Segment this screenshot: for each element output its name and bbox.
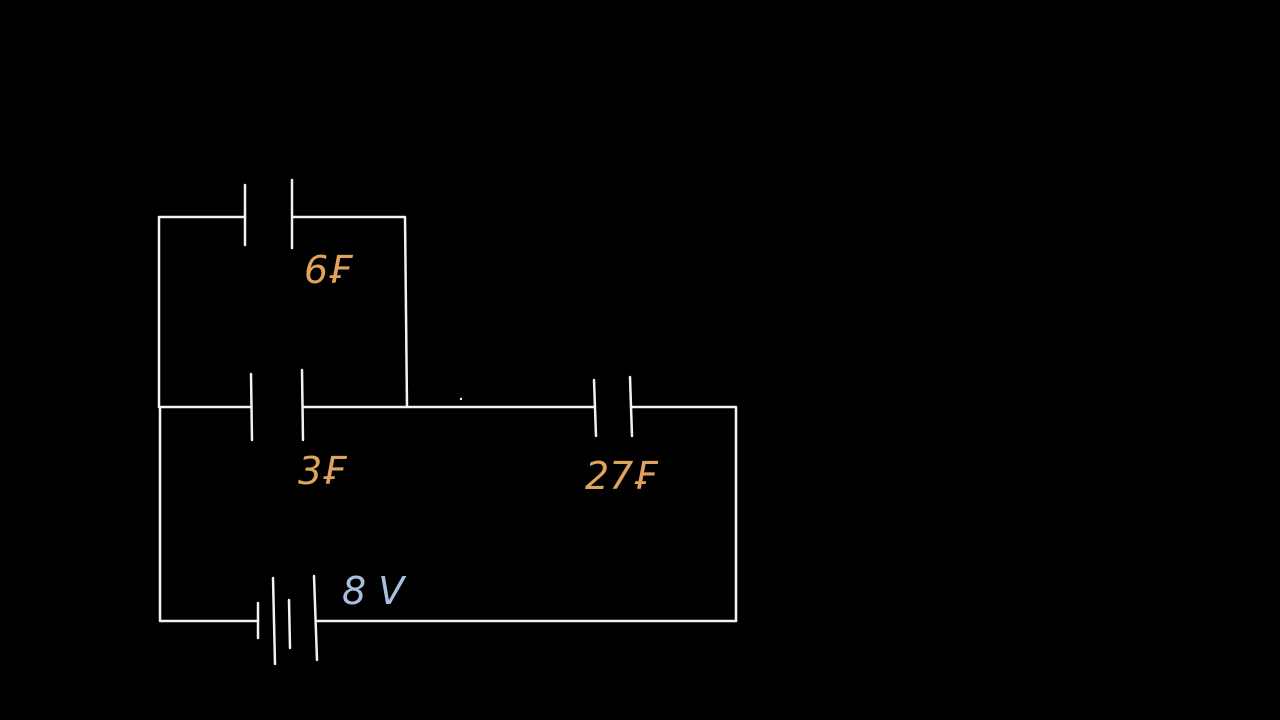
bottom-left-wire <box>158 405 260 623</box>
bottom-wires <box>158 405 738 623</box>
capacitor-right <box>592 375 634 438</box>
capacitor-middle <box>249 368 305 442</box>
battery <box>256 574 319 666</box>
stray-dot <box>459 397 463 401</box>
capacitor-right-plate-right <box>628 375 634 438</box>
top-right-wire <box>291 215 409 409</box>
capacitor-right-plate-left <box>592 378 598 438</box>
middle-branch-wires <box>157 405 738 623</box>
capacitor-top-label: 6₣ <box>304 248 353 292</box>
battery-plate-2 <box>271 576 277 666</box>
capacitor-middle-label: 3₣ <box>298 449 347 493</box>
battery-plate-4 <box>312 574 319 662</box>
top-left-wire <box>157 215 247 409</box>
battery-label: 8 V <box>342 569 407 613</box>
battery-plate-3 <box>287 598 292 650</box>
capacitor-top <box>243 178 294 250</box>
capacitor-middle-plate-right <box>300 368 305 442</box>
capacitor-right-label: 27₣ <box>585 454 658 498</box>
capacitor-middle-plate-left <box>249 372 254 442</box>
top-branch-wires <box>157 215 409 409</box>
right-wire <box>630 405 738 623</box>
